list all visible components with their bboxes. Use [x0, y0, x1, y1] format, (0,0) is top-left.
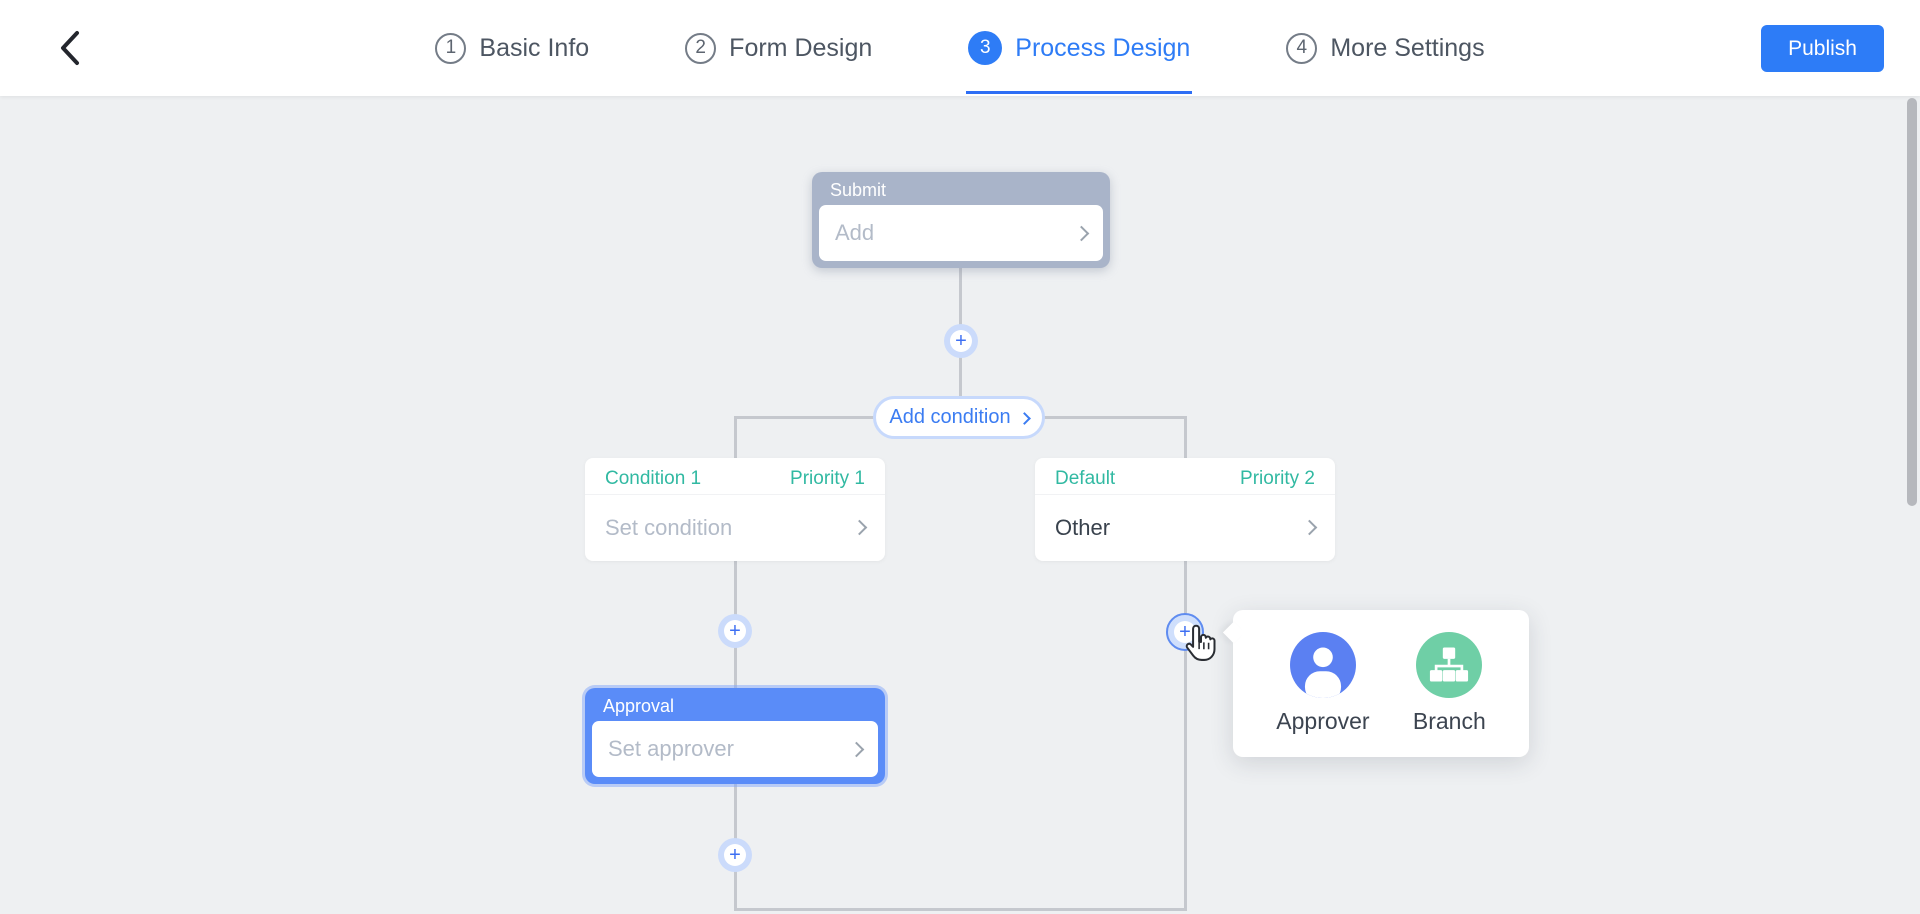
- step-label: Process Design: [1015, 33, 1191, 62]
- step-label: Form Design: [729, 33, 873, 62]
- branch-merge-line: [734, 908, 1187, 911]
- step-label: Basic Info: [479, 33, 590, 62]
- default-value: Other: [1055, 514, 1111, 540]
- submit-node-body[interactable]: Add: [819, 205, 1103, 261]
- process-canvas: Submit Add + Add condition Condition 1 P…: [0, 96, 1920, 914]
- step-label: More Settings: [1330, 33, 1485, 62]
- add-condition-button[interactable]: Add condition: [873, 396, 1045, 439]
- add-node-popover: Approver Branch: [1233, 610, 1529, 757]
- approval-node-body[interactable]: Set approver: [592, 721, 878, 777]
- step-number-badge: 4: [1286, 32, 1318, 64]
- connector-line: [734, 416, 737, 458]
- add-node-button-top[interactable]: +: [944, 324, 978, 358]
- step-number-badge: 1: [435, 32, 467, 64]
- approval-node[interactable]: Approval Set approver: [585, 688, 885, 784]
- condition-value: Set condition: [605, 514, 733, 540]
- condition-body[interactable]: Set condition: [585, 495, 885, 560]
- condition-1-node[interactable]: Condition 1 Priority 1 Set condition: [585, 458, 885, 561]
- branch-icon: [1416, 632, 1483, 698]
- chevron-right-icon: [1017, 411, 1031, 425]
- add-node-button-left[interactable]: +: [718, 614, 752, 648]
- default-branch-node[interactable]: Default Priority 2 Other: [1035, 458, 1335, 561]
- vertical-scrollbar[interactable]: [1907, 98, 1917, 506]
- publish-button[interactable]: Publish: [1761, 25, 1884, 72]
- tab-basic-info[interactable]: 1 Basic Info: [435, 0, 589, 96]
- add-node-button-bottom[interactable]: +: [718, 838, 752, 872]
- add-node-button-right-hovered[interactable]: +: [1166, 613, 1204, 651]
- top-header: 1 Basic Info 2 Form Design 3 Process Des…: [0, 0, 1920, 96]
- submit-node-value: Add: [835, 220, 875, 245]
- step-number-badge: 3: [968, 31, 1003, 65]
- chevron-right-icon: [1301, 519, 1318, 536]
- popover-item-branch[interactable]: Branch: [1413, 632, 1486, 735]
- tab-process-design[interactable]: 3 Process Design: [966, 0, 1193, 96]
- chevron-right-icon: [848, 741, 865, 757]
- submit-node[interactable]: Submit Add: [812, 172, 1110, 268]
- connector-line: [1184, 416, 1187, 458]
- approval-node-title: Approval: [603, 696, 675, 716]
- back-button[interactable]: [46, 24, 94, 72]
- add-condition-label: Add condition: [889, 406, 1011, 428]
- chevron-right-icon: [851, 519, 868, 536]
- default-priority: Priority 2: [1240, 468, 1315, 489]
- back-chevron-icon: [61, 31, 79, 65]
- plus-icon: +: [1174, 621, 1196, 643]
- condition-priority: Priority 1: [790, 468, 865, 489]
- connector-line: [1184, 561, 1187, 911]
- chevron-right-icon: [1073, 225, 1090, 241]
- tab-form-design[interactable]: 2 Form Design: [685, 0, 872, 96]
- plus-icon: +: [724, 620, 746, 642]
- default-title: Default: [1055, 468, 1116, 489]
- popover-item-label: Approver: [1276, 708, 1370, 734]
- condition-title: Condition 1: [605, 468, 702, 489]
- approver-icon: [1289, 632, 1356, 698]
- approval-node-value: Set approver: [608, 736, 734, 761]
- plus-icon: +: [724, 844, 746, 866]
- submit-node-title: Submit: [830, 180, 887, 200]
- popover-item-label: Branch: [1412, 708, 1486, 734]
- step-number-badge: 2: [685, 32, 717, 64]
- popover-item-approver[interactable]: Approver: [1276, 632, 1370, 735]
- plus-icon: +: [950, 330, 972, 352]
- default-body[interactable]: Other: [1035, 495, 1335, 560]
- tab-more-settings[interactable]: 4 More Settings: [1286, 0, 1485, 96]
- wizard-steps: 1 Basic Info 2 Form Design 3 Process Des…: [0, 0, 1920, 96]
